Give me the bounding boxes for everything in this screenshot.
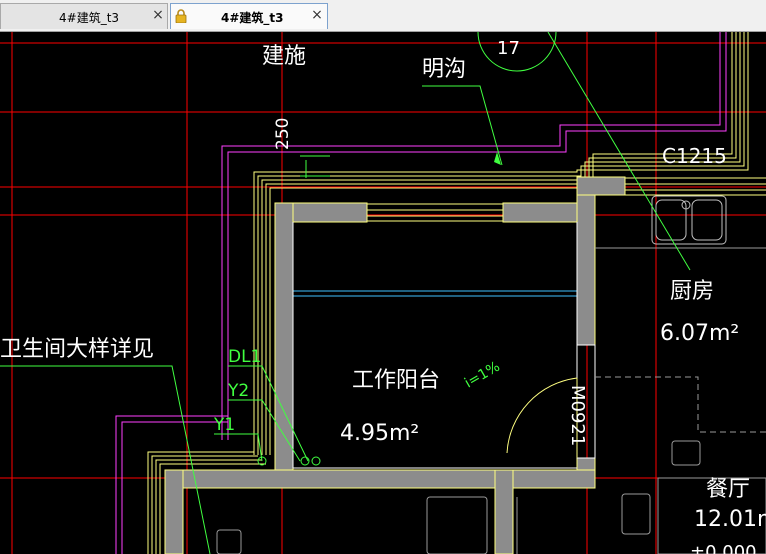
- tab-label: 4#建筑_t3: [59, 11, 120, 25]
- lock-icon: [175, 9, 187, 23]
- wall-fill: [164, 176, 626, 554]
- label-level: ±0.000: [690, 542, 757, 554]
- label-jianshi: 建施: [262, 44, 306, 69]
- label-dining: 餐厅: [706, 477, 750, 502]
- door-swing: [506, 377, 578, 458]
- label-window-code: C1215: [662, 144, 727, 168]
- label-kitchen: 厨房: [670, 279, 714, 304]
- close-icon[interactable]: ×: [311, 7, 323, 23]
- label-y1: Y1: [213, 415, 235, 435]
- label-dim-250: 250: [273, 118, 293, 150]
- document-tab-bar: 4#建筑_t3 × 4#建筑_t3 ×: [0, 0, 766, 32]
- cad-drawing-canvas[interactable]: 17 建施 明沟 250 C1215 厨房 6.07m² 卫生间大样详见 工作阳…: [0, 32, 766, 554]
- drain-symbols: [257, 456, 321, 466]
- tab-label: 4#建筑_t3: [221, 11, 284, 25]
- axis-grid: [0, 32, 766, 554]
- slope-arrow-icon: [494, 152, 501, 165]
- label-door-code: M0921: [567, 385, 588, 446]
- windows: [367, 177, 766, 222]
- wall-lines: [147, 32, 749, 554]
- leader-lines: [0, 32, 691, 554]
- label-minggou: 明沟: [422, 57, 466, 82]
- label-dining-area: 12.01m: [694, 507, 766, 532]
- label-balcony: 工作阳台: [352, 368, 440, 393]
- label-balcony-area: 4.95m²: [340, 421, 419, 446]
- tab-4-jianzhu-t3-first[interactable]: 4#建筑_t3 ×: [0, 3, 168, 29]
- drying-rack: [293, 290, 577, 297]
- label-dl1: DL1: [228, 347, 261, 367]
- detail-number: 17: [497, 38, 520, 59]
- detail-callout: 17: [477, 32, 557, 72]
- label-bathroom-note: 卫生间大样详见: [0, 337, 154, 362]
- trench-outline: [115, 32, 727, 554]
- furniture-outlines: [216, 247, 766, 554]
- label-kitchen-area: 6.07m²: [660, 321, 739, 346]
- close-icon[interactable]: ×: [152, 7, 164, 23]
- kitchen-sink: [651, 195, 727, 245]
- tab-4-jianzhu-t3-active[interactable]: 4#建筑_t3 ×: [170, 3, 328, 29]
- label-y2: Y2: [227, 381, 249, 401]
